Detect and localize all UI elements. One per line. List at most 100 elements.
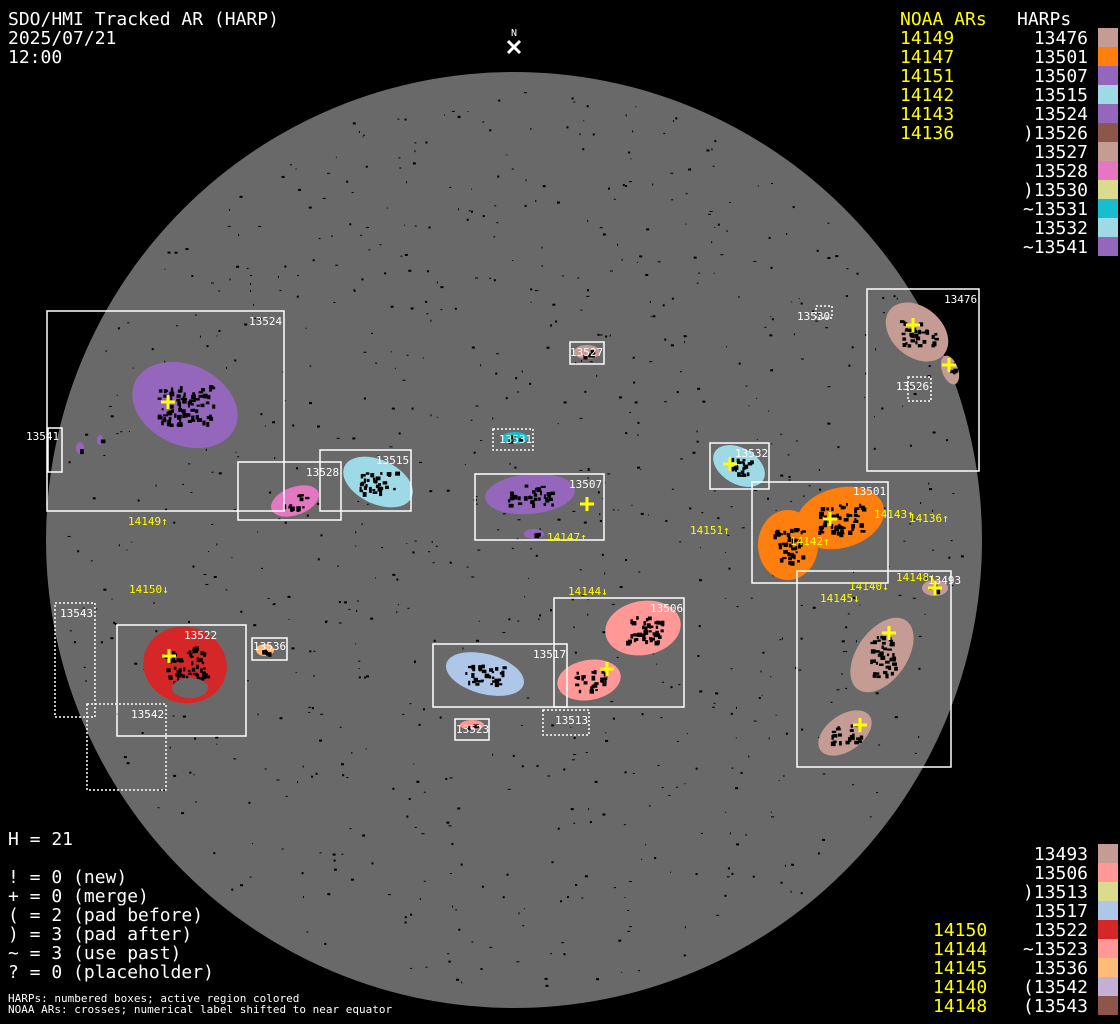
harp-box [907, 376, 932, 402]
harp-box [709, 442, 770, 490]
noaa-cross-icon [882, 626, 896, 640]
active-region [271, 485, 319, 517]
active-region [713, 445, 765, 487]
note-noaa: NOAA ARs: crosses; numerical label shift… [8, 1003, 393, 1016]
noaa-cross-icon [580, 497, 594, 511]
harp-box [569, 341, 605, 365]
time-label: 12:00 [8, 47, 63, 68]
harp-box [47, 427, 63, 473]
harp-box [866, 288, 980, 472]
noaa-cross-icon [942, 358, 956, 372]
harp-box [553, 597, 685, 708]
harp-box-label: 13536 [253, 640, 286, 653]
harp-color-swatch [1098, 28, 1118, 47]
harp-box [454, 718, 490, 741]
noaa-legend-item: 14151 [900, 66, 955, 87]
harp-heading: HARPs [1017, 9, 1072, 30]
harp-boxes: 1352413541135281351513531135271350713532… [26, 288, 980, 791]
harp-legend-item: (13543 [1022, 996, 1088, 1017]
harp-legend-item: 13527 [1033, 142, 1088, 163]
status-count-line: ( = 2 (pad before) [8, 905, 204, 926]
status-count-line: ! = 0 (new) [8, 867, 128, 888]
harp-legend-item: 13506 [1033, 863, 1088, 884]
noaa-region-label: 14145↓ [820, 592, 860, 605]
harp-box-label: 13527 [570, 346, 603, 359]
noaa-region-label: 14147↑ [547, 531, 587, 544]
harp-color-swatch [1098, 104, 1118, 123]
noaa-region-label: 14143↑ [874, 508, 914, 521]
status-count-line: ? = 0 (placeholder) [8, 962, 214, 983]
harp-legend-item: 13476 [1033, 28, 1088, 49]
status-count-line: ) = 3 (pad after) [8, 924, 193, 945]
harp-legend-item: 13536 [1033, 958, 1088, 979]
noaa-heading: NOAA ARs [900, 9, 987, 30]
noaa-legend-item: 14147 [900, 47, 955, 68]
harp-box-label: 13517 [533, 648, 566, 661]
harp-box [474, 473, 605, 541]
harp-color-swatch [1098, 142, 1118, 161]
harp-legend-item: 13493 [1033, 844, 1088, 865]
harp-color-swatch [1098, 920, 1118, 939]
noaa-legend-item: 14144 [933, 939, 988, 960]
harp-box [54, 602, 96, 718]
noaa-legend-item: 14150 [933, 920, 988, 941]
noaa-region-label: 14149↑ [128, 515, 168, 528]
harp-box [86, 703, 167, 791]
harp-box-label: 13528 [306, 466, 339, 479]
harp-legend-item: (13542 [1022, 977, 1088, 998]
harp-legend-item: 13532 [1033, 218, 1088, 239]
harp-box-label: 13515 [376, 454, 409, 467]
noaa-cross-icon [723, 457, 737, 471]
harp-legend-item: )13530 [1022, 180, 1088, 201]
noaa-region-label: 14142↑ [790, 535, 830, 548]
harp-box [432, 643, 568, 708]
harp-box [492, 428, 534, 451]
harp-box-label: 13526 [896, 380, 929, 393]
harp-color-swatch [1098, 66, 1118, 85]
harp-legend-item: 13517 [1033, 901, 1088, 922]
noaa-legend-item: 14149 [900, 28, 955, 49]
harp-color-swatch [1098, 882, 1118, 901]
harp-color-swatch [1098, 218, 1118, 237]
noaa-cross-icon [600, 662, 614, 676]
noaa-crosses: 14149↑ 14147↑ 14151↑ 14142↑ 14143↑14136↑ 1415… [128, 318, 956, 732]
harp-box-label: 13532 [735, 447, 768, 460]
harp-box [751, 481, 889, 584]
harp-color-swatch [1098, 901, 1118, 920]
harp-box-label: 13542 [131, 708, 164, 721]
active-region [343, 456, 413, 508]
status-count-line: ~ = 3 (use past) [8, 943, 182, 964]
harp-box-label: 13541 [26, 430, 59, 443]
harp-legend-item: 13528 [1033, 161, 1088, 182]
harp-legend-item: 13507 [1033, 66, 1088, 87]
harp-box [815, 305, 833, 319]
harp-color-swatch [1098, 939, 1118, 958]
harp-color-swatch [1098, 180, 1118, 199]
noaa-legend-item: 14143 [900, 104, 955, 125]
noaa-region-label: 14150↓ [129, 583, 169, 596]
harp-box-label: 13522 [184, 629, 217, 642]
harp-color-swatch [1098, 123, 1118, 142]
north-label: N [511, 28, 517, 39]
harp-box [46, 310, 285, 512]
harp-box-label: 13513 [555, 714, 588, 727]
harp-box [251, 637, 288, 661]
harp-box-label: 13543 [60, 607, 93, 620]
noaa-region-label: 14136↑ [909, 512, 949, 525]
harp-box [542, 709, 590, 736]
harp-color-swatch [1098, 47, 1118, 66]
harp-legend-item: 13524 [1033, 104, 1088, 125]
harp-count: H = 21 [8, 829, 74, 850]
date-label: 2025/07/21 [8, 28, 117, 49]
harp-legend-item: ~13531 [1022, 199, 1088, 220]
noaa-region-label: 14148↓ [896, 571, 936, 584]
harp-legend-item: )13526 [1022, 123, 1088, 144]
harp-box-label: 13506 [650, 602, 683, 615]
north-marker-icon [506, 39, 522, 55]
noaa-region-label: 14151↑ [690, 524, 730, 537]
harp-box-label: 13530 [797, 310, 830, 323]
noaa-legend-item: 14145 [933, 958, 988, 979]
harp-box [237, 461, 342, 521]
harp-color-swatch [1098, 958, 1118, 977]
